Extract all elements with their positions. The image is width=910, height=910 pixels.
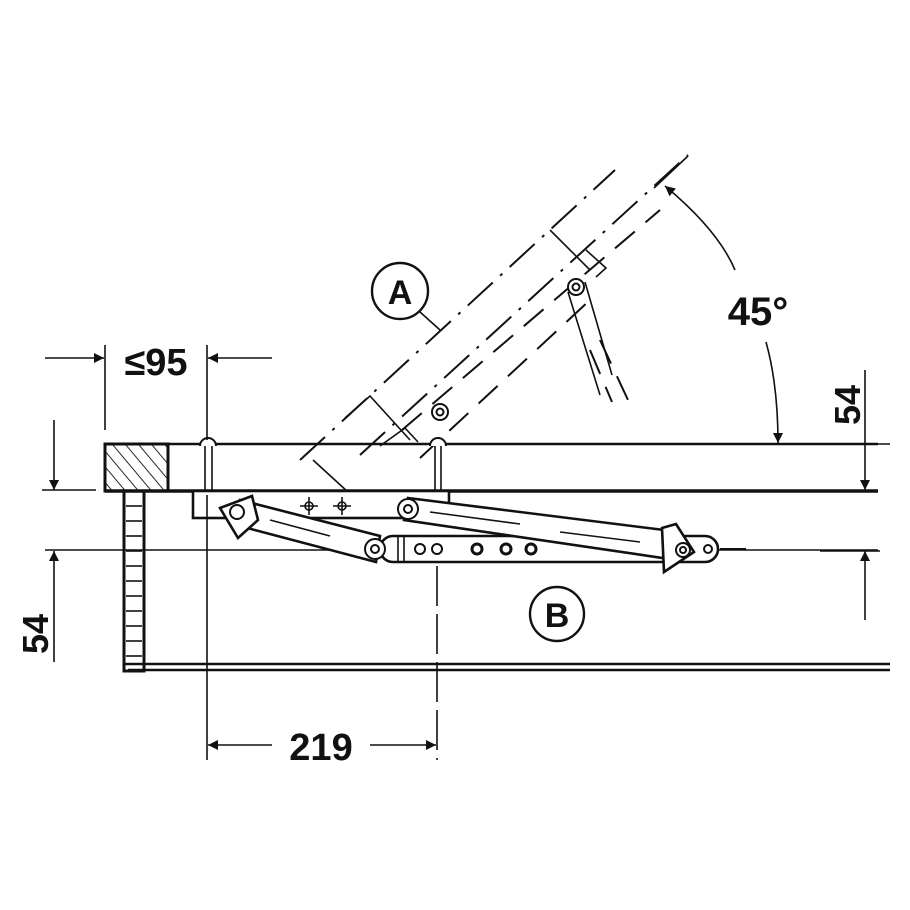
lid-thickness-label: 54	[827, 385, 868, 425]
callout-a: A	[370, 261, 441, 331]
callout-b-label: B	[545, 597, 570, 635]
dimension-max-distance: ≤95	[45, 342, 272, 440]
angle-label: 45°	[728, 290, 789, 334]
dimension-side-offset: 54	[15, 420, 96, 662]
dimension-opening-angle: 45°	[664, 185, 789, 444]
max-distance-label: ≤95	[124, 342, 187, 384]
dimension-mount-distance: 219	[206, 495, 438, 769]
dimension-lid-thickness: 54	[820, 370, 890, 620]
wood-front-section	[103, 442, 170, 493]
lid-stay-mechanism	[191, 437, 760, 575]
callout-a-label: A	[388, 274, 413, 312]
lid-closed	[103, 442, 878, 493]
lid-open-outline	[299, 154, 689, 493]
side-offset-label: 54	[15, 614, 56, 654]
callout-b: B	[528, 585, 586, 643]
mount-distance-label: 219	[289, 727, 352, 769]
